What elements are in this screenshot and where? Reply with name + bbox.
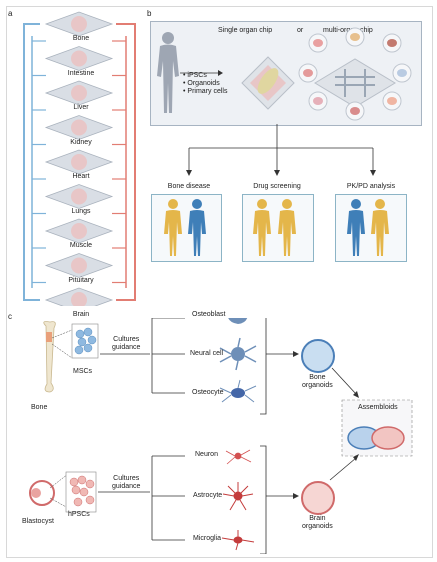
chip-label-heart: Heart	[72, 173, 90, 180]
organ-icon-0	[313, 39, 323, 47]
neural-cell-icon	[219, 337, 257, 371]
neural-cell-label: Neural cell	[190, 350, 224, 357]
human-figure-icon	[164, 199, 182, 256]
neuron-icon	[225, 449, 252, 465]
cell-source-primary: • Primary cells	[183, 88, 228, 95]
single-organ-chip	[241, 56, 295, 110]
mscs-label: MSCs	[73, 368, 93, 375]
osteoblast-icon	[228, 318, 248, 324]
cell-source-ipscs: • iPSCs	[183, 72, 207, 79]
cell-source-organoids-text: Organoids	[187, 80, 220, 87]
cultures-guidance-label-2: Cultures guidance	[112, 475, 141, 490]
figure-frame	[6, 6, 433, 558]
chip-label-pituitary: Pituitary	[68, 276, 94, 284]
organ-icon-7	[387, 97, 397, 105]
panel-label-b: b	[147, 9, 152, 18]
organ-icon-2	[387, 39, 397, 47]
organ-icon-3	[303, 69, 313, 77]
osteoblast-label: Osteoblast	[192, 311, 226, 318]
assembloids-label: Assembloids	[358, 404, 398, 411]
organ-chip-8	[44, 287, 114, 306]
bone-label: Bone	[31, 404, 48, 411]
chip-label-lungs: Lungs	[71, 207, 91, 215]
organ-icon-5	[313, 97, 323, 105]
organ-chip-6	[44, 218, 114, 244]
astrocyte-icon	[222, 482, 254, 511]
multi-organ-chip-label: multi-organ chip	[323, 27, 373, 34]
application-humans	[164, 199, 389, 256]
bone-organoids-label: Bone organoids	[302, 374, 333, 389]
bone-disease-box	[151, 194, 222, 262]
application-tree	[186, 124, 376, 176]
chip-label-kidney: Kidney	[70, 138, 92, 146]
msc-cells-icon	[74, 327, 97, 355]
human-figure-icon	[188, 199, 206, 256]
microglia-label: Microglia	[193, 535, 222, 542]
astrocyte-label: Astrocyte	[193, 492, 223, 499]
human-figure-icon	[347, 199, 365, 256]
organ-chip-4	[44, 149, 114, 175]
organ-chip-0	[44, 11, 114, 37]
left-outer-flow	[23, 23, 40, 301]
organ-chip-5	[44, 184, 114, 209]
cultures-guidance-label-1: Cultures guidance	[112, 336, 141, 351]
hpscs-label: hPSCs	[68, 511, 90, 518]
chip-label-muscle: Muscle	[69, 242, 93, 249]
cell-source-primary-text: Primary cells	[187, 88, 228, 95]
pkpd-analysis-label: PK/PD analysis	[346, 183, 396, 190]
bone-organoid-icon	[301, 339, 335, 373]
human-figure-icon	[278, 199, 296, 256]
organ-icon-1	[350, 33, 360, 41]
cell-source-organoids: • Organoids	[183, 80, 220, 87]
or-label: or	[297, 27, 304, 34]
chip-label-brain: Brain	[72, 311, 90, 318]
multi-organ-chip	[314, 58, 396, 108]
right-outer-flow	[116, 23, 136, 301]
panel-c-diagram	[29, 318, 413, 554]
human-body-icon	[157, 32, 179, 113]
blastocyst-label: Blastocyst	[22, 518, 54, 525]
panel-label-c: c	[8, 312, 12, 321]
chip-label-liver: Liver	[73, 104, 89, 111]
human-figure-icon	[253, 199, 271, 256]
assembloid-icon	[347, 426, 405, 450]
brain-organoid-icon	[301, 481, 335, 515]
panel-b-illustration	[157, 27, 412, 121]
single-organ-chip-label: Single organ chip	[218, 27, 273, 34]
panel-label-a: a	[8, 9, 13, 18]
hpsc-cells-icon	[69, 475, 95, 507]
organ-chip-1	[44, 46, 114, 71]
organ-icon-4	[397, 69, 407, 77]
organ-chip-2	[44, 80, 114, 106]
organ-icon-6	[350, 107, 360, 115]
human-figure-icon	[371, 199, 389, 256]
neuron-label: Neuron	[195, 451, 218, 458]
microglia-icon	[221, 530, 255, 551]
osteocyte-icon	[219, 379, 257, 403]
brain-organoids-label: Brain organoids	[302, 515, 333, 530]
chip-label-bone: Bone	[72, 35, 90, 42]
cell-source-ipscs-text: iPSCs	[187, 72, 207, 79]
drug-screening-label: Drug screening	[253, 183, 301, 190]
bone-disease-label: Bone disease	[167, 183, 211, 190]
blastocyst-icon	[29, 480, 55, 506]
pkpd-analysis-box	[335, 194, 407, 262]
organ-chip-7	[44, 253, 114, 278]
chip-label-intestine: Intestine	[67, 69, 95, 77]
bone-icon	[43, 321, 56, 393]
chip-stack-diagram	[23, 11, 136, 306]
organ-chip-3	[44, 115, 114, 140]
osteocyte-label: Osteocyte	[192, 389, 224, 396]
